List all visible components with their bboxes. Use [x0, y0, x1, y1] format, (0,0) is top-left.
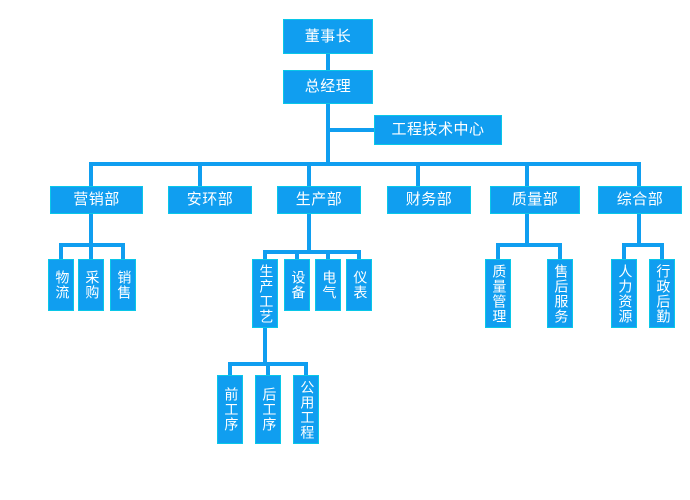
connector-prod-process-stem	[263, 327, 267, 365]
connector-drop-instrument	[357, 250, 361, 260]
connector-chairman-to-gm	[326, 53, 330, 74]
node-sub-front-process[interactable]: 前工序	[217, 375, 243, 444]
connector-drop-quality-mgmt	[496, 243, 500, 260]
connector-drop-utilities	[304, 362, 308, 376]
connector-drop-quality	[525, 162, 529, 187]
node-dept-finance[interactable]: 财务部	[387, 186, 471, 214]
connector-drop-production	[307, 162, 311, 187]
connector-general-affairs-bus	[622, 243, 664, 247]
connector-production-stem	[307, 213, 311, 251]
node-dept-safety-env[interactable]: 安环部	[168, 186, 252, 214]
connector-main-bus	[89, 162, 641, 166]
connector-production-bus	[263, 250, 361, 254]
connector-drop-hr	[622, 243, 626, 260]
connector-drop-marketing	[89, 162, 93, 187]
connector-drop-general-affairs	[637, 162, 641, 187]
node-sub-electrical[interactable]: 电气	[315, 259, 341, 311]
node-sub-after-sales-service[interactable]: 售后服务	[547, 259, 573, 328]
connector-drop-prod-process	[263, 250, 267, 260]
connector-general-affairs-stem	[637, 213, 641, 244]
node-sub-utilities[interactable]: 公用工程	[293, 375, 319, 444]
node-engineering-center[interactable]: 工程技术中心	[374, 115, 502, 145]
connector-gm-trunk	[326, 103, 330, 164]
connector-gm-to-engineering-center	[330, 128, 375, 132]
node-sub-logistics[interactable]: 物流	[48, 259, 74, 311]
connector-marketing-stem	[89, 213, 93, 244]
connector-drop-sales	[121, 243, 125, 260]
connector-drop-back-process	[266, 362, 270, 376]
node-general-manager[interactable]: 总经理	[283, 70, 373, 104]
node-sub-instrument[interactable]: 仪表	[346, 259, 372, 311]
connector-drop-equipment	[295, 250, 299, 260]
node-chairman[interactable]: 董事长	[283, 19, 373, 54]
node-dept-quality[interactable]: 质量部	[490, 186, 580, 214]
connector-drop-finance	[416, 162, 420, 187]
connector-quality-stem	[525, 213, 529, 244]
node-sub-production-process[interactable]: 生产工艺	[252, 259, 278, 328]
node-sub-purchasing[interactable]: 采购	[78, 259, 104, 311]
node-sub-quality-management[interactable]: 质量管理	[485, 259, 511, 328]
connector-drop-after-sales	[558, 243, 562, 260]
node-dept-production[interactable]: 生产部	[277, 186, 361, 214]
connector-drop-admin	[660, 243, 664, 260]
node-dept-general-affairs[interactable]: 综合部	[598, 186, 682, 214]
connector-quality-bus	[496, 243, 562, 247]
connector-drop-purchasing	[89, 243, 93, 260]
node-sub-administration[interactable]: 行政后勤	[649, 259, 675, 328]
connector-drop-safety-env	[198, 162, 202, 187]
connector-drop-front-process	[228, 362, 232, 376]
node-sub-sales[interactable]: 销售	[110, 259, 136, 311]
connector-drop-logistics	[59, 243, 63, 260]
node-sub-equipment[interactable]: 设备	[284, 259, 310, 311]
node-sub-human-resources[interactable]: 人力资源	[611, 259, 637, 328]
node-dept-marketing[interactable]: 营销部	[50, 186, 143, 214]
connector-drop-electrical	[326, 250, 330, 260]
node-sub-back-process[interactable]: 后工序	[255, 375, 281, 444]
